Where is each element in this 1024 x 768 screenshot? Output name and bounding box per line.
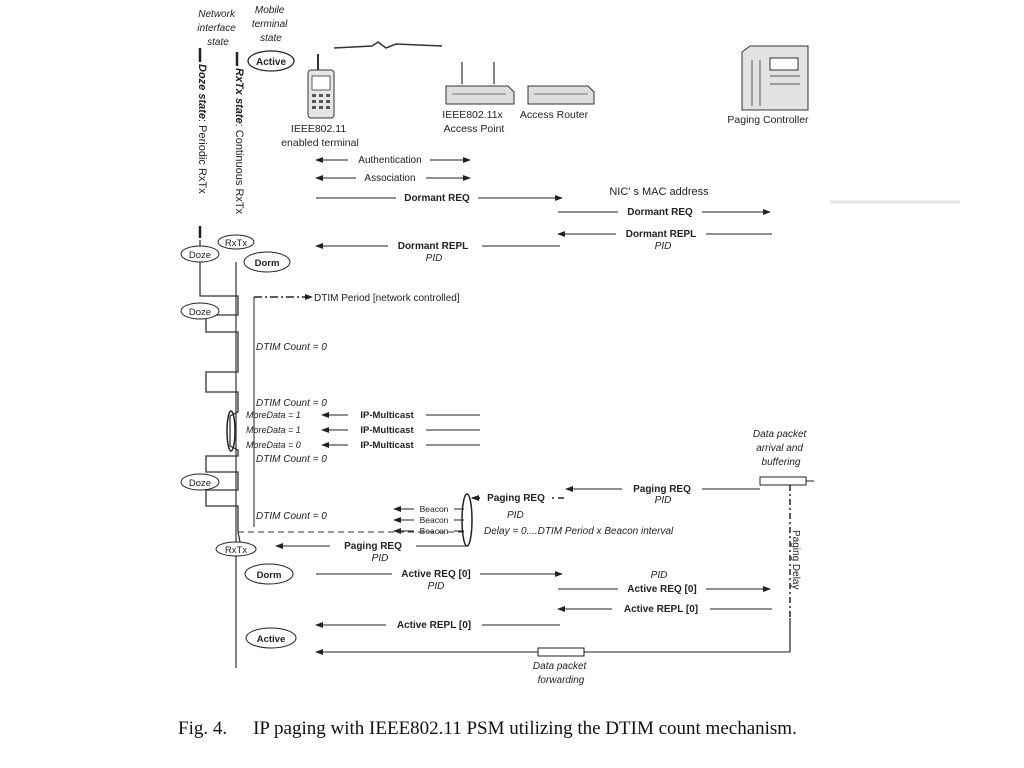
state-doze-3: Doze [180,473,220,491]
ip-multicast-label-2: IP-Multicast [360,425,414,436]
svg-text:Active: Active [256,57,286,68]
svg-text:RxTx: RxTx [225,238,247,249]
nic-mac-label: NIC' s MAC address [609,186,709,198]
beacon-bundle-ellipse [461,493,473,547]
svg-text:Doze: Doze [189,307,211,318]
terminal-icon [307,54,335,119]
dtim-count-3: DTIM Count = 0 [256,454,327,465]
network-interface-state-header: Network interface state [197,9,238,48]
state-doze-2: Doze [180,302,220,320]
paging-req-label-term: Paging REQ [344,541,402,552]
svg-text:Doze: Doze [189,250,211,261]
figure-caption-label: Fig. 4. [178,718,228,739]
dormant-repl-label-2: Dormant REPL [626,229,697,240]
data-packet-forwarded [537,647,585,657]
paging-delay-label: Paging Delay [790,530,801,589]
state-dorm-1: Dorm [243,251,291,273]
paging-controller-label: Paging Controller [727,114,809,126]
dtim-count-1: DTIM Count = 0 [256,342,327,353]
svg-text:Doze: Doze [189,478,211,489]
svg-text:Active: Active [257,634,286,645]
active-repl-label-2: Active REPL [0] [624,604,698,615]
paging-req-label-pc: Paging REQ [633,484,691,495]
ip-multicast-label-3: IP-Multicast [360,440,414,451]
figure-caption-text: IP paging with IEEE802.11 PSM utilizing … [253,718,797,739]
wireless-link-icon [333,41,443,49]
access-router-icon [527,85,595,105]
state-active-top: Active [247,50,295,72]
svg-text:Dorm: Dorm [257,570,282,581]
paging-req-label-ap: Paging REQ [487,493,545,504]
delay-label: Delay = 0....DTIM Period x Beacon interv… [484,526,674,537]
figure-caption: Fig. 4. IP paging with IEEE802.11 PSM uti… [178,718,818,740]
data-packet-arrival-label: Data packet arrival and buffering [753,429,809,468]
active-repl-label-1: Active REPL [0] [397,620,471,631]
state-rxtx-1: RxTx [217,234,255,250]
dormant-req-label-1: Dormant REQ [404,193,470,204]
pid-label-6: PID [428,581,445,592]
pid-label-2: PID [426,253,443,264]
data-packet-forwarding-label: Data packet forwarding [533,661,589,686]
moredata-3: MoreData = 0 [246,440,301,450]
moredata-2: MoreData = 1 [246,425,301,435]
state-dorm-2: Dorm [244,563,294,585]
pid-label-1: PID [655,241,672,252]
dormant-req-label-2: Dormant REQ [627,207,693,218]
beacon-label-1: Beacon [420,504,449,514]
dtim-count-2: DTIM Count = 0 [256,398,327,409]
pid-label-5: PID [372,553,389,564]
ip-multicast-label-1: IP-Multicast [360,410,414,421]
doze-state-vertical-label: Doze state: Periodic RxTx [196,64,208,194]
active-req-label-1: Active REQ [0] [401,569,470,580]
dtim-count-4: DTIM Count = 0 [256,511,327,522]
mobile-terminal-state-header: Mobile terminal state [252,5,290,44]
data-packet-buffer [759,476,807,486]
active-req-label-2: Active REQ [0] [627,584,696,595]
svg-text:Dorm: Dorm [255,258,280,269]
svg-text:RxTx: RxTx [225,545,247,556]
pid-label-4: PID [507,510,524,521]
state-active-bottom: Active [245,627,297,649]
dormant-repl-label-1: Dormant REPL [398,241,469,252]
state-rxtx-2: RxTx [215,541,257,557]
network-interface-state-wave [199,240,241,543]
beacon-label-2: Beacon [420,515,449,525]
access-point-label: IEEE802.11x Access Point [442,109,505,135]
rxtx-state-vertical-label: RxTx state: Continuous RxTx [233,68,245,215]
multicast-bundle-ellipse [226,410,236,452]
pid-label-3: PID [655,495,672,506]
state-doze-1: Doze [180,245,220,263]
authentication-label: Authentication [358,155,421,166]
beacon-label-3: Beacon [420,526,449,536]
access-router-label: Access Router [520,109,589,121]
pid-label-7: PID [651,570,668,581]
access-point-icon [445,62,515,105]
moredata-1: MoreData = 1 [246,410,301,420]
association-label: Association [364,173,415,184]
dtim-period-label: DTIM Period [network controlled] [314,293,460,304]
terminal-label: IEEE802.11 enabled terminal [281,123,359,149]
paging-controller-icon [741,45,809,111]
